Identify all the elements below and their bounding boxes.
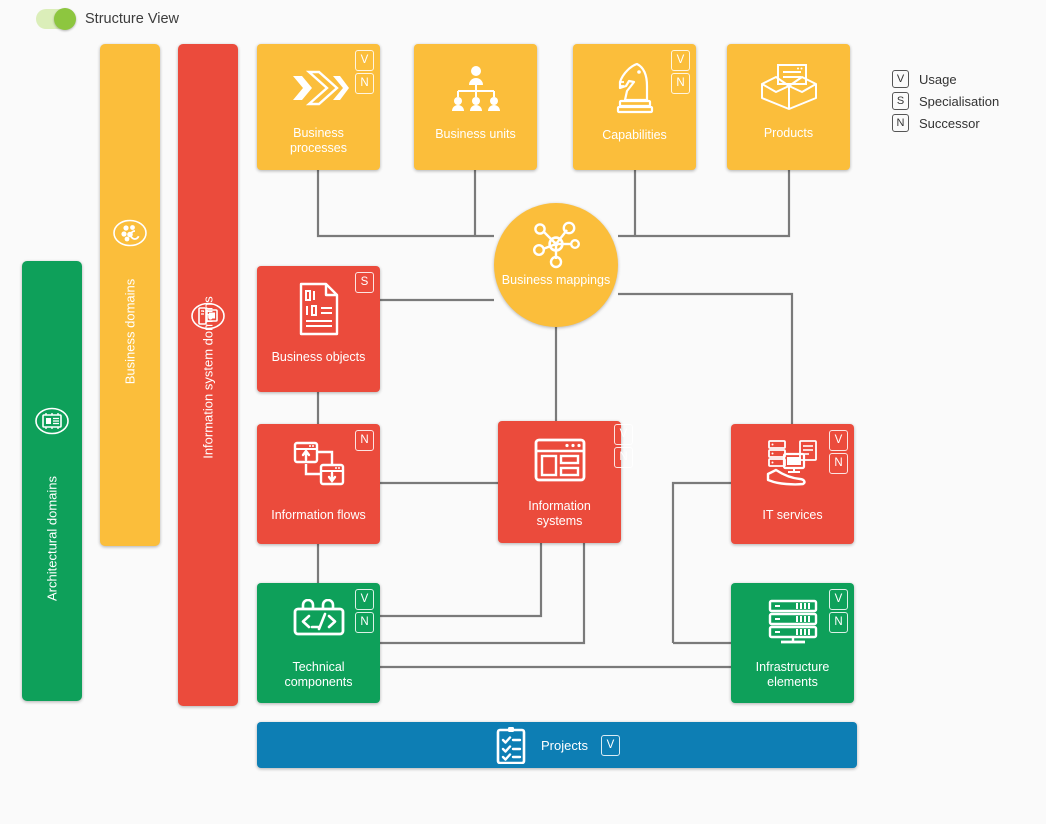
legend: V Usage S Specialisation N Successor	[892, 68, 999, 134]
node-label-information-systems: Information systems	[528, 499, 591, 528]
chess-knight-icon	[573, 60, 696, 114]
toggle-knob	[54, 8, 76, 30]
node-label-products: Products	[763, 126, 814, 140]
node-business-objects[interactable]: S Business objects	[257, 266, 380, 392]
node-label-infrastructure-elements: Infrastructure elements	[755, 660, 830, 689]
node-business-units[interactable]: Business units	[414, 44, 537, 170]
hub-network-icon	[494, 221, 618, 269]
badge-successor[interactable]: N	[671, 73, 690, 94]
lane-architectural-domains[interactable]: Architectural domains	[22, 261, 82, 701]
lane-information-system-domains[interactable]: Information system domains	[178, 44, 238, 706]
chevrons-icon	[257, 66, 380, 110]
legend-item-usage: V Usage	[892, 68, 999, 90]
node-label-business-objects: Business objects	[271, 350, 366, 364]
node-label-information-flows: Information flows	[271, 508, 366, 522]
app-window-icon	[498, 437, 621, 483]
lane-business-domains[interactable]: Business domains	[100, 44, 160, 546]
structure-view-toggle[interactable]	[36, 8, 76, 30]
lane-label-architectural-domains: Architectural domains	[44, 476, 60, 601]
legend-item-successor: N Successor	[892, 112, 999, 134]
badge-usage[interactable]: V	[355, 589, 374, 610]
lane-label-business-domains: Business domains	[122, 278, 138, 385]
node-label-capabilities: Capabilities	[602, 128, 667, 142]
badge-usage[interactable]: V	[829, 589, 848, 610]
org-chart-icon	[414, 64, 537, 112]
clipboard-check-icon	[494, 726, 528, 764]
badge-successor[interactable]: N	[355, 430, 374, 451]
node-label-business-units: Business units	[435, 127, 516, 141]
badge-successor[interactable]: N	[355, 73, 374, 94]
node-label-business-mappings: Business mappings	[501, 273, 611, 287]
node-label-business-processes: Business processes	[290, 126, 347, 155]
node-information-systems[interactable]: V N Information systems	[498, 421, 633, 543]
legend-badge-s: S	[892, 92, 909, 110]
badge-usage[interactable]: V	[671, 50, 690, 71]
node-infrastructure-elements[interactable]: V N Infrastructure elements	[731, 583, 854, 703]
node-information-flows[interactable]: N Information flows	[257, 424, 380, 544]
data-document-icon	[257, 282, 380, 336]
node-label-projects: Projects	[541, 737, 588, 753]
legend-badge-v: V	[892, 70, 909, 88]
node-it-services[interactable]: V N IT services	[731, 424, 854, 544]
node-capabilities[interactable]: V N Capabilities	[573, 44, 696, 170]
badge-successor[interactable]: N	[614, 447, 633, 468]
node-label-it-services: IT services	[762, 508, 823, 522]
badge-specialisation[interactable]: S	[355, 272, 374, 293]
lane-label-information-system-domains: Information system domains	[200, 296, 216, 459]
flow-windows-icon	[257, 440, 380, 488]
open-box-icon	[727, 62, 850, 112]
node-products[interactable]: Products	[727, 44, 850, 170]
badge-usage[interactable]: V	[355, 50, 374, 71]
node-business-processes[interactable]: V N Business processes	[257, 44, 380, 170]
cluster-domain-icon	[112, 215, 148, 256]
legend-badge-n: N	[892, 114, 909, 132]
server-rack-icon	[731, 599, 854, 647]
it-support-hand-icon	[731, 438, 854, 488]
badge-successor[interactable]: N	[829, 612, 848, 633]
node-technical-components[interactable]: V N Technical components	[257, 583, 380, 703]
legend-label-specialisation: Specialisation	[919, 93, 1000, 109]
legend-label-successor: Successor	[919, 115, 980, 131]
node-business-mappings[interactable]: Business mappings	[494, 203, 618, 327]
node-label-technical-components: Technical components	[284, 660, 353, 689]
badge-usage[interactable]: V	[829, 430, 848, 451]
badge-successor[interactable]: N	[829, 453, 848, 474]
chip-domain-icon	[34, 403, 70, 444]
structure-view-toggle-label: Structure View	[85, 11, 180, 27]
node-projects[interactable]: Projects V	[257, 722, 857, 768]
legend-item-specialisation: S Specialisation	[892, 90, 999, 112]
badge-successor[interactable]: N	[355, 612, 374, 633]
system-domain-icon	[190, 298, 226, 339]
badge-usage[interactable]: V	[614, 424, 633, 445]
structure-view-toggle-row: Structure View	[36, 8, 180, 30]
badge-usage[interactable]: V	[600, 734, 620, 756]
legend-label-usage: Usage	[919, 71, 957, 87]
code-brick-icon	[257, 599, 380, 643]
